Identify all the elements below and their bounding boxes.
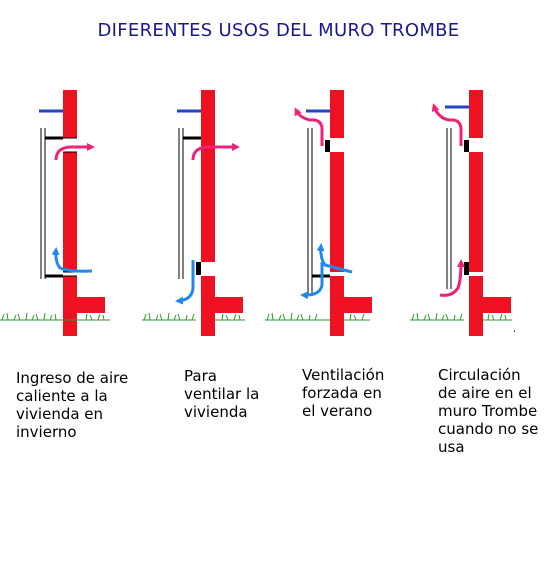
caption-line: Ingreso de aire: [16, 369, 129, 387]
panel-4-caption: Circulación de aire en el muro Trombe cu…: [438, 366, 538, 456]
caption-line: caliente a la: [16, 387, 108, 405]
caption-line: de aire en el: [438, 384, 532, 402]
panel-3-grass: [265, 312, 370, 321]
panel-1-cool-air-arrow-icon: [51, 247, 93, 273]
panel-3-cool-air-curve-icon: [300, 262, 324, 300]
diagram-title: DIFERENTES USOS DEL MURO TROMBE: [97, 20, 460, 41]
caption-line: el verano: [302, 402, 373, 420]
caption-line: ventilar la: [184, 385, 260, 403]
panel-3-cool-air-arrow-icon: [316, 243, 353, 274]
panel-1-warm-air-arrow-icon: [54, 143, 95, 161]
caption-line: Ventilación: [302, 366, 385, 384]
panel-1-wall: [63, 90, 105, 336]
caption-line: usa: [438, 438, 465, 456]
caption-line: vivienda en: [16, 405, 104, 423]
caption-line: Circulación: [438, 366, 521, 384]
panel-2-grass: [142, 312, 245, 321]
panel-4-glazing: [446, 128, 452, 289]
caption-line: vivienda: [184, 403, 248, 421]
panel-2-cool-air-curve-icon: [175, 260, 195, 305]
panel-2-caption: Para ventilar la vivienda: [184, 367, 259, 421]
panel-4-loop-air-arrow-icon: [439, 259, 465, 297]
caption-line: cuando no se: [438, 420, 539, 438]
panel-1-glazing: [40, 128, 63, 279]
panel-4-wall: [464, 90, 511, 336]
panel-3-glazing: [307, 128, 330, 294]
panel-1-grass: [0, 312, 110, 321]
panel-3-wall: [325, 90, 372, 336]
panel-3-caption: Ventilación forzada en el verano: [302, 366, 384, 420]
panel-2-glazing: [178, 128, 201, 279]
caption-line: muro Trombe: [438, 402, 538, 420]
caption-line: forzada en: [302, 384, 382, 402]
caption-line: Para: [184, 367, 217, 385]
panel-2-warm-air-arrow-icon: [191, 143, 240, 161]
panel-4-warm-air-arrow-icon: [431, 103, 463, 146]
panel-3-warm-air-arrow-icon: [294, 107, 324, 146]
panel-4-grass: [410, 312, 512, 321]
panel-2-wall: [196, 90, 243, 336]
caption-line: invierno: [16, 423, 77, 441]
panel-1-caption: Ingreso de aire caliente a la vivienda e…: [16, 369, 128, 441]
